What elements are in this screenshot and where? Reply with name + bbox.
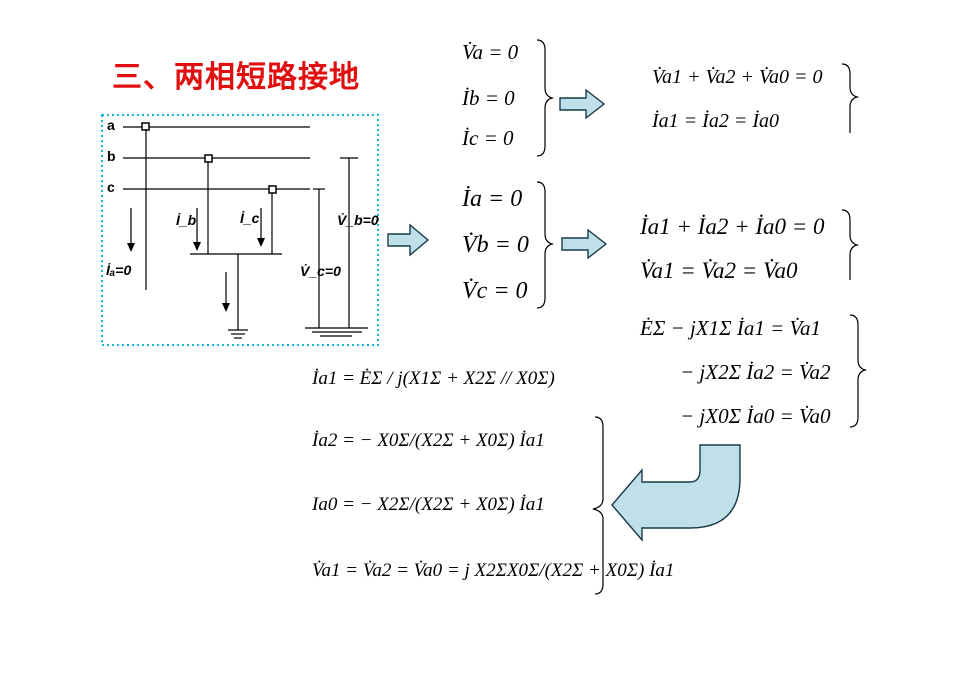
phase-lines xyxy=(123,126,368,339)
network-eq2: − jX2Σ İa2 = V̇a2 xyxy=(680,360,831,384)
block-arrows xyxy=(387,88,741,542)
sequence1-eq2: İa1 = İa2 = İa0 xyxy=(652,110,779,132)
solution-ia2: İa2 = − X0Σ/(X2Σ + X0Σ) İa1 xyxy=(312,430,545,451)
network-eq1: ĖΣ − jX1Σ İa1 = V̇a1 xyxy=(640,316,822,340)
phase-b-label: b xyxy=(107,148,116,164)
boundary1-eq3: İc = 0 xyxy=(462,126,514,150)
solution-ia1: İa1 = ĖΣ / j(X1Σ + X2Σ // X0Σ) xyxy=(312,368,555,389)
sequence2-eq1: İa1 + İa2 + İa0 = 0 xyxy=(640,214,825,239)
boundary2-eq1: İa = 0 xyxy=(462,186,523,212)
boundary1-eq1: V̇a = 0 xyxy=(462,40,519,64)
sequence2-eq2: V̇a1 = V̇a2 = V̇a0 xyxy=(640,258,798,283)
circuit-frame xyxy=(101,114,379,346)
phase-a-label: a xyxy=(107,117,115,133)
arrow-heads xyxy=(127,238,265,312)
network-eq3: − jX0Σ İa0 = V̇a0 xyxy=(680,404,831,428)
voltage-vb-label: V̇_b=0 xyxy=(337,212,379,228)
slide-title: 三、两相短路接地 xyxy=(112,60,360,95)
node-markers xyxy=(141,122,277,194)
braces xyxy=(536,39,868,595)
solution-voltages: V̇a1 = V̇a2 = V̇a0 = j X2ΣX0Σ/(X2Σ + X0Σ… xyxy=(312,560,675,581)
current-ia-label: İₐ=0 xyxy=(106,262,132,278)
boundary1-eq2: İb = 0 xyxy=(462,86,515,110)
voltage-vc-label: V̇_c=0 xyxy=(300,263,341,279)
sequence1-eq1: V̇a1 + V̇a2 + V̇a0 = 0 xyxy=(652,66,823,88)
current-ic-label: İ_c xyxy=(240,210,260,226)
solution-ia0: Ia0 = − X2Σ/(X2Σ + X0Σ) İa1 xyxy=(312,494,545,515)
phase-c-label: c xyxy=(107,179,115,195)
boundary2-eq3: V̇c = 0 xyxy=(462,278,528,304)
boundary2-eq2: V̇b = 0 xyxy=(462,232,529,258)
current-ib-label: İ_b xyxy=(176,212,197,228)
